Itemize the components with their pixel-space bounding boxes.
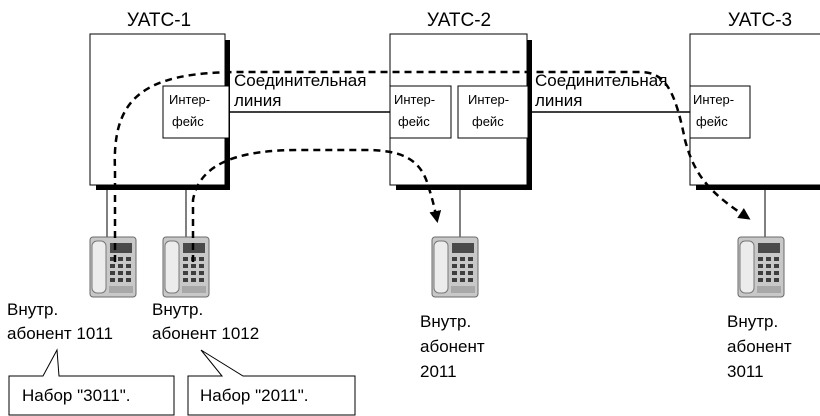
extension-3011-line2: абонент [727,337,792,356]
trunk-label-1-line1: Соединительная [234,71,366,90]
desk-phone-icon [737,236,785,298]
extension-2011-line3: 2011 [420,362,457,381]
extension-3011-line1: Внутр. [727,312,778,331]
interface-pbx1-line1: Интер- [169,92,210,107]
callout-dial-2011: Набор "2011". [187,349,356,416]
extension-2011-line2: абонент [420,337,485,356]
interface-pbx3-line1: Интер- [693,92,734,107]
extension-1012-label: Внутр. абонент 1012 [152,300,259,343]
pbx-2-title: УАТС-2 [427,10,491,31]
trunk-label-2-line1: Соединительная [535,71,667,90]
interface-pbx2-right-line2: фейс [472,114,504,129]
interface-pbx2-left: Интер- фейс [389,85,452,139]
callout-dial-3011-text: Набор "3011". [22,386,130,405]
desk-phone-icon [89,236,137,298]
extension-3011-label: Внутр. абонент 3011 [727,312,792,381]
desk-phone-icon [431,236,479,298]
extension-1012-line2: абонент 1012 [152,324,259,343]
extension-1011-label: Внутр. абонент 1011 [7,300,113,343]
interface-pbx3: Интер- фейс [689,85,751,139]
trunk-label-1-line2: линия [234,91,282,110]
interface-pbx3-line2: фейс [696,114,728,129]
extension-2011-line1: Внутр. [420,312,471,331]
interface-pbx2-right-line1: Интер- [468,92,509,107]
interface-pbx2-left-line2: фейс [398,114,430,129]
trunk-label-2-line2: линия [535,91,583,110]
pbx-1-title: УАТС-1 [127,10,191,31]
extension-1012-line1: Внутр. [152,300,203,319]
interface-pbx1: Интер- фейс [162,85,230,139]
trunk-label-2: Соединительная линия [535,71,667,110]
callout-dial-2011-text: Набор "2011". [200,386,308,405]
extension-2011-label: Внутр. абонент 2011 [420,312,485,381]
interface-pbx1-line2: фейс [172,114,204,129]
trunk-label-1: Соединительная линия [234,71,366,110]
interface-pbx2-right: Интер- фейс [457,85,529,139]
callout-dial-3011: Набор "3011". [8,348,175,416]
pbx-3-title: УАТС-3 [728,10,792,31]
extension-1011-line2: абонент 1011 [7,324,113,343]
desk-phone-icon [162,236,210,298]
extension-3011-line3: 3011 [727,362,764,381]
call-path-1012-to-2011 [191,148,442,262]
interface-pbx2-left-line1: Интер- [394,92,435,107]
extension-1011-line1: Внутр. [7,300,58,319]
